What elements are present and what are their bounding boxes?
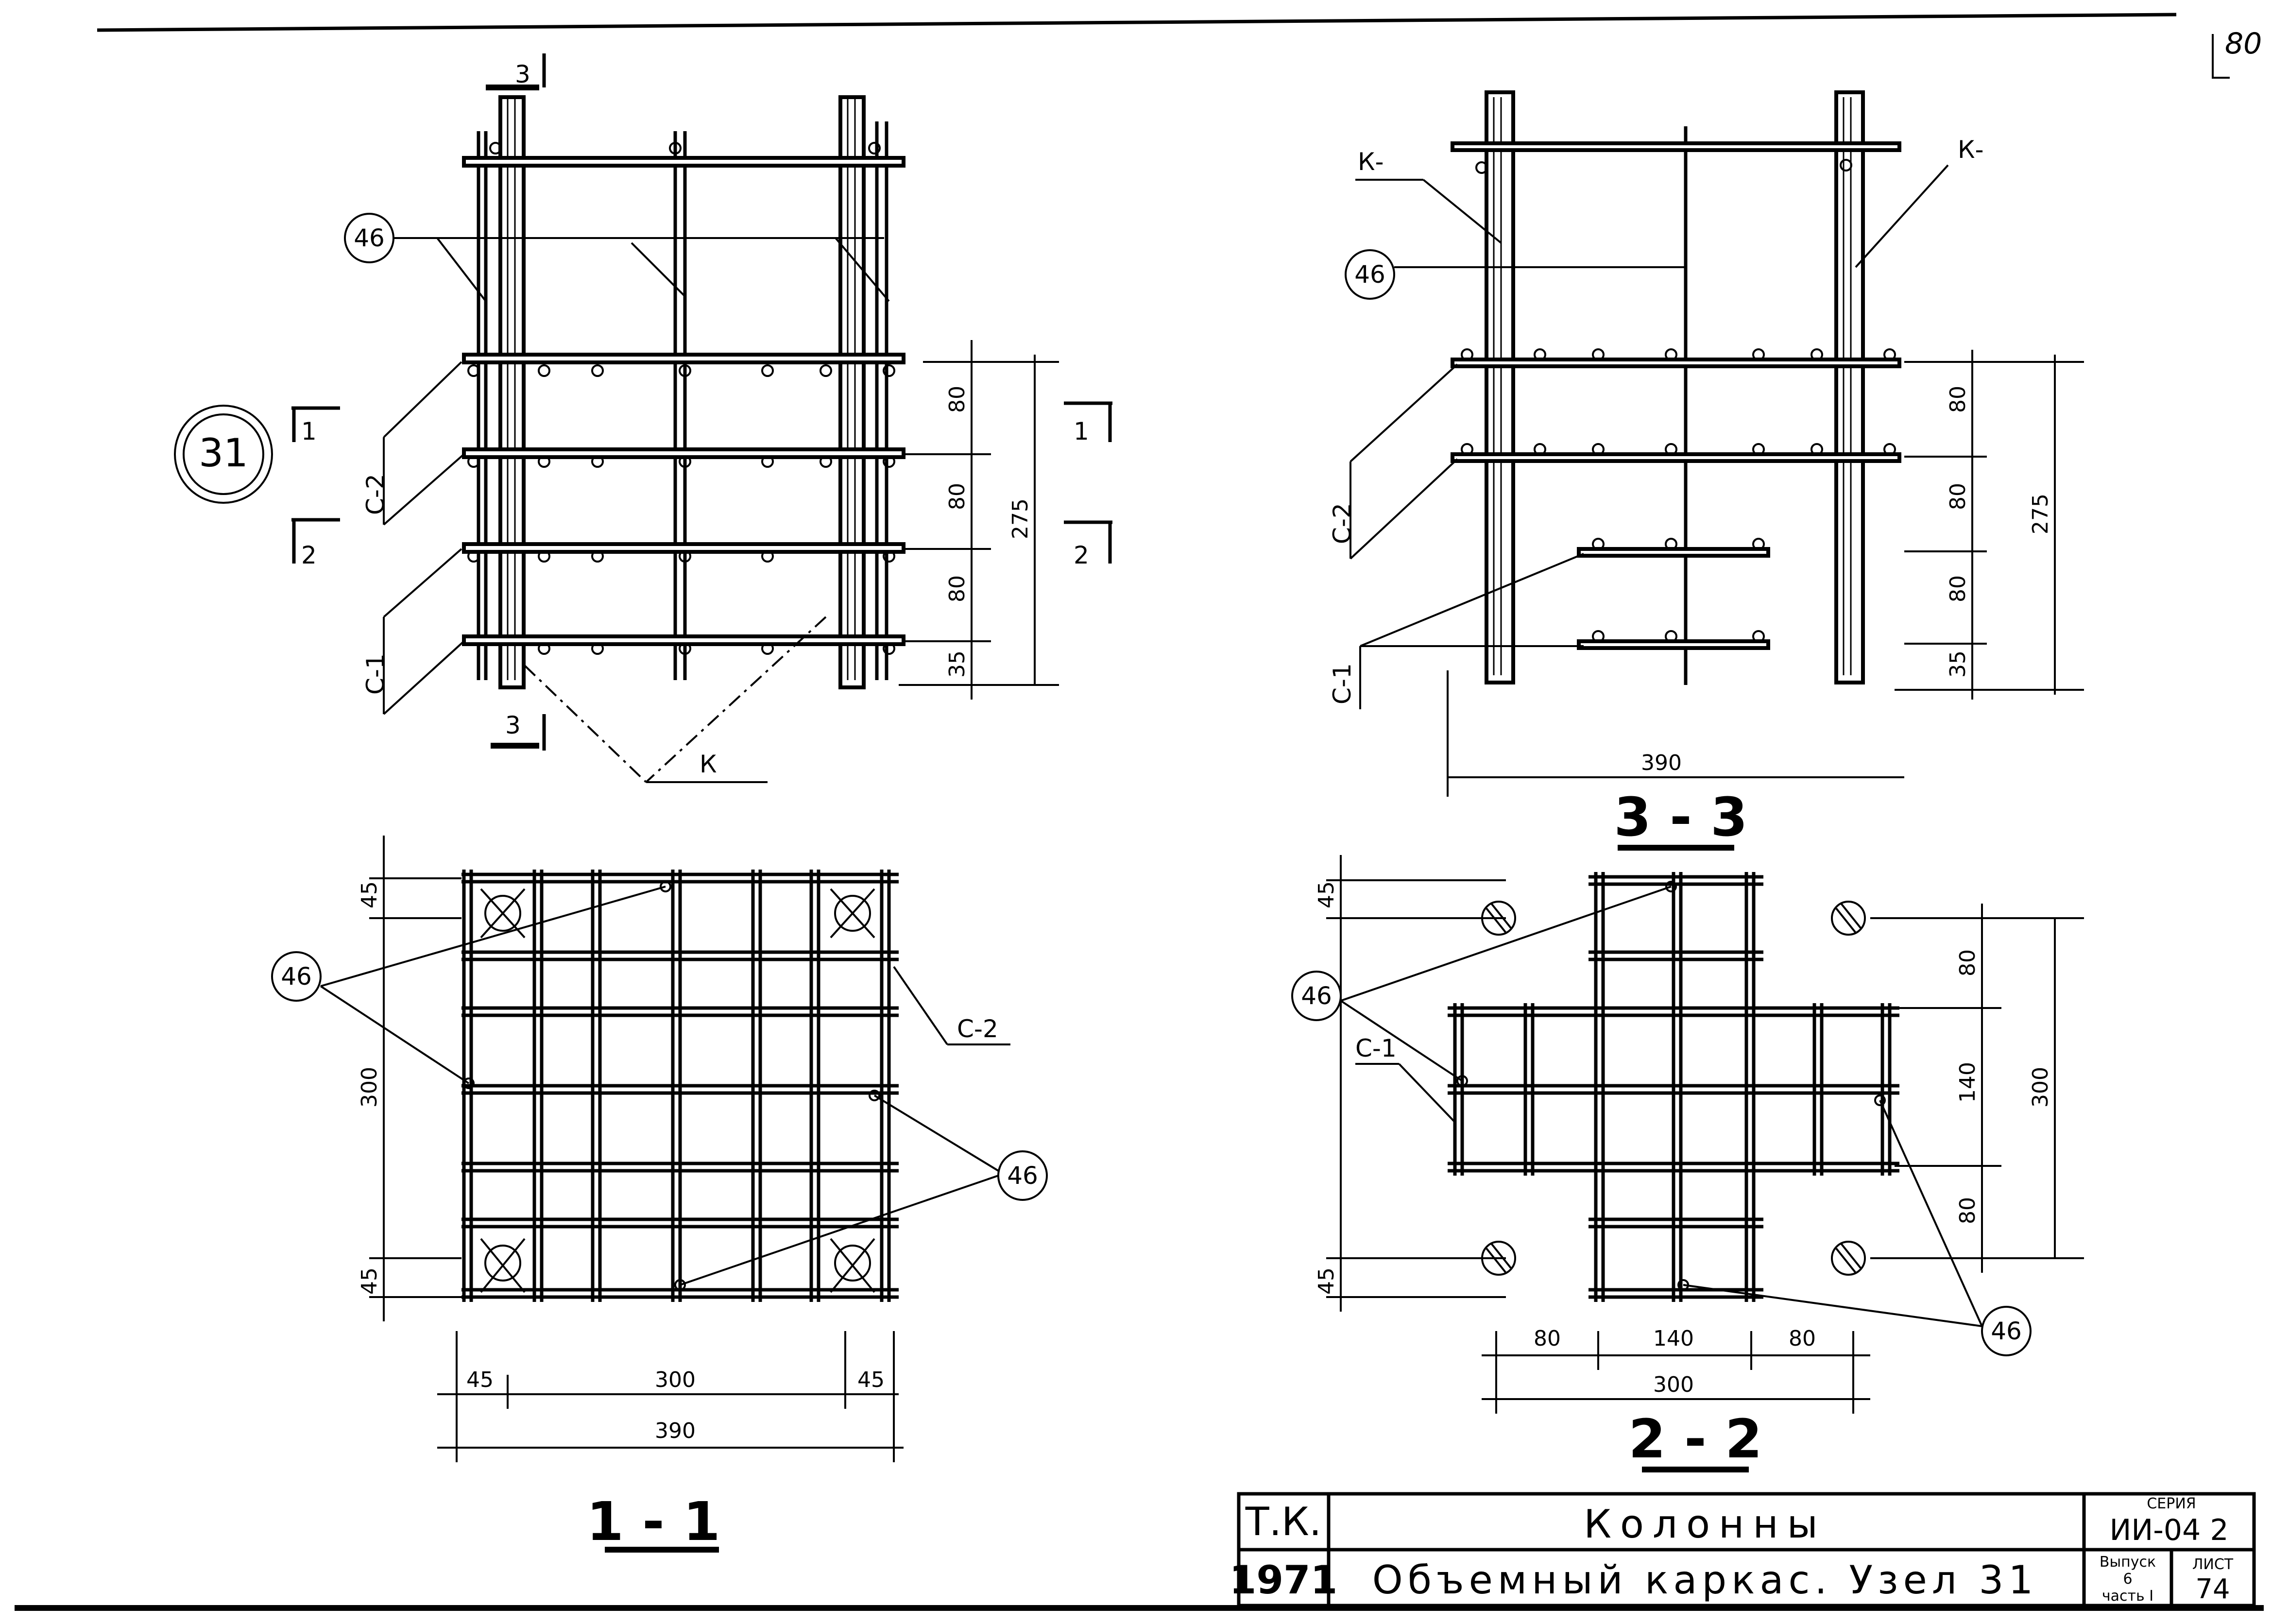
- dim-80-22h2: 80: [1789, 1326, 1816, 1351]
- label-46-22b: 46: [1991, 1317, 2022, 1345]
- section-mark-2-right: 2: [1074, 541, 1089, 569]
- elevation-view: 46 С-2 С-1 К 3 3 1 2 1 2: [291, 53, 1112, 783]
- dim-300-22v: 300: [2028, 1067, 2053, 1108]
- page-number-bracket: [2212, 34, 2230, 79]
- column-corner-br: [830, 1238, 875, 1293]
- section-mark-1-left: 1: [301, 417, 317, 445]
- section-3-3: К- К- 46 С-2 С-1 80 80 80 35 275 390: [1328, 90, 2084, 851]
- dim-45-11d: 45: [857, 1368, 885, 1392]
- label-46-33: 46: [1354, 260, 1385, 289]
- tb-year: 1971: [1230, 1557, 1338, 1603]
- dim-275: 275: [1008, 498, 1033, 539]
- dim-45-22a: 45: [1314, 881, 1339, 908]
- dim-140-22h: 140: [1653, 1326, 1694, 1351]
- dim-45-22b: 45: [1314, 1267, 1339, 1295]
- top-frame-line: [97, 13, 2177, 32]
- dim-300-11h: 300: [655, 1368, 696, 1392]
- tb-sheet-label: ЛИСТ: [2192, 1556, 2234, 1573]
- section-title-3-3: 3 - 3: [1614, 786, 1747, 848]
- dim-140-22v: 140: [1955, 1062, 1980, 1103]
- column-corner-tr: [830, 888, 875, 939]
- dim-35: 35: [945, 650, 970, 678]
- tb-series-label: СЕРИЯ: [2147, 1495, 2196, 1512]
- label-c2-11: С-2: [957, 1015, 998, 1043]
- label-k-elev: К: [700, 750, 717, 778]
- label-k-left-33: К-: [1358, 148, 1384, 176]
- dim-80-c: 80: [945, 575, 970, 602]
- section-mark-2-left: 2: [301, 541, 317, 569]
- column-corner-tl: [480, 888, 526, 939]
- dim-390-11: 390: [655, 1419, 696, 1443]
- section-mark-1-right: 1: [1074, 417, 1089, 445]
- tb-series: ИИ-04 2: [2109, 1513, 2228, 1547]
- dim-45-11a: 45: [357, 881, 382, 908]
- dim-80-22b: 80: [1955, 1197, 1980, 1224]
- tb-tk-label: Т.К.: [1245, 1499, 1322, 1544]
- dim-80-b: 80: [945, 483, 970, 510]
- dim-275-33: 275: [2028, 494, 2053, 534]
- dim-80-33b: 80: [1946, 483, 1970, 510]
- section-mark-3-bottom: 3: [505, 711, 521, 739]
- dim-80-22a: 80: [1955, 949, 1980, 976]
- label-c1-elev: С-1: [361, 653, 390, 695]
- label-46-elev: 46: [354, 224, 385, 252]
- column-22-tr: [1831, 901, 1866, 936]
- tb-title: Колонны: [1584, 1502, 1827, 1547]
- dim-45-11c: 45: [466, 1368, 494, 1392]
- label-k-right-33: К-: [1958, 136, 1984, 164]
- section-title-2-2: 2 - 2: [1628, 1408, 1762, 1470]
- column-22-br: [1831, 1241, 1866, 1276]
- tb-issue: 6: [2123, 1571, 2132, 1588]
- column-k-left: [498, 95, 526, 689]
- column-corner-bl: [480, 1238, 526, 1293]
- dim-300-11v: 300: [357, 1067, 382, 1108]
- page-number: 80: [2225, 27, 2262, 61]
- section-1-1: 46 46 С-2 45 300 45 45 300 45 390 1 - 1: [271, 836, 1048, 1553]
- node-marker: 31: [174, 405, 273, 504]
- tb-subtitle: Объемный каркас. Узел 31: [1372, 1557, 2038, 1603]
- dim-80-a: 80: [945, 386, 970, 413]
- dim-35-33: 35: [1946, 650, 1970, 678]
- dim-80-33a: 80: [1946, 386, 1970, 413]
- dim-300-22h: 300: [1653, 1372, 1694, 1397]
- tb-part: часть I: [2102, 1588, 2153, 1605]
- title-block: Т.К. 1971 Колонны Объемный каркас. Узел …: [1230, 1492, 2256, 1607]
- column-k-right: [838, 95, 866, 689]
- label-46-11a: 46: [281, 962, 312, 991]
- tb-issue-label: Выпуск: [2100, 1554, 2156, 1571]
- tb-sheet: 74: [2195, 1573, 2230, 1605]
- node-number: 31: [199, 430, 248, 476]
- dim-390-33: 390: [1641, 751, 1682, 775]
- label-c1-22: С-1: [1355, 1034, 1397, 1062]
- dim-45-11b: 45: [357, 1267, 382, 1295]
- label-46-11b: 46: [1007, 1162, 1038, 1190]
- section-2-2: 46 46 С-1 45 45 80 140 80 300: [1291, 855, 2084, 1472]
- label-46-22a: 46: [1301, 982, 1332, 1010]
- label-c1-33: С-1: [1328, 663, 1356, 704]
- label-c2-33: С-2: [1328, 503, 1356, 544]
- dim-80-22h1: 80: [1534, 1326, 1561, 1351]
- section-mark-3-top: 3: [515, 60, 530, 88]
- label-c2-elev: С-2: [361, 474, 390, 515]
- section-title-1-1: 1 - 1: [586, 1490, 720, 1553]
- dim-80-33c: 80: [1946, 575, 1970, 602]
